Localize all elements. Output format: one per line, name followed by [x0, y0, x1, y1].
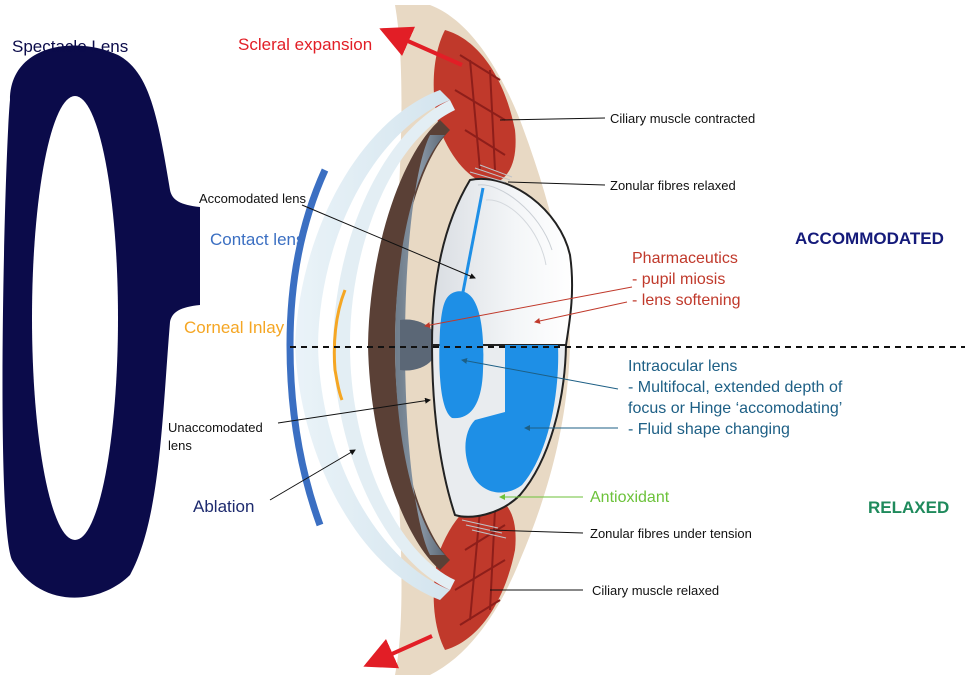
contact-lens-label: Contact lens	[210, 230, 305, 250]
ablation-label: Ablation	[193, 497, 254, 517]
intraocular-lens-label: Intraocular lens - Multifocal, extended …	[628, 356, 842, 440]
accommodated-heading: ACCOMMODATED	[795, 229, 944, 249]
zonular-fibres-relaxed-label: Zonular fibres relaxed	[610, 178, 736, 194]
accomodated-lens-label: Accomodated lens	[199, 191, 306, 207]
ciliary-muscle-contracted-label: Ciliary muscle contracted	[610, 111, 755, 127]
iol-title: Intraocular lens	[628, 356, 842, 377]
spectacle-lens-label: Spectacle Lens	[12, 37, 128, 57]
pharmaceutics-title: Pharmaceutics	[632, 248, 741, 269]
relaxed-heading: RELAXED	[868, 498, 949, 518]
iol-item-multifocal: - Multifocal, extended depth of	[628, 377, 842, 398]
unaccomodated-lens-label: Unaccomodated lens	[168, 419, 263, 455]
scleral-expansion-label: Scleral expansion	[238, 35, 372, 55]
pharmaceutics-item-softening: - lens softening	[632, 290, 741, 311]
ciliary-muscle-relaxed-label: Ciliary muscle relaxed	[592, 583, 719, 599]
zonular-fibres-tension-label: Zonular fibres under tension	[590, 526, 752, 542]
spectacle-lens-frame	[2, 45, 200, 597]
pharmaceutics-item-miosis: - pupil miosis	[632, 269, 741, 290]
pharmaceutics-label: Pharmaceutics - pupil miosis - lens soft…	[632, 248, 741, 311]
antioxidant-label: Antioxidant	[590, 488, 669, 507]
unaccomodated-lens-line2: lens	[168, 437, 263, 455]
iol-item-fluid: - Fluid shape changing	[628, 419, 842, 440]
corneal-inlay-label: Corneal Inlay	[184, 318, 284, 338]
pupil-region	[400, 319, 432, 370]
unaccomodated-lens-line1: Unaccomodated	[168, 419, 263, 437]
iol-item-hinge: focus or Hinge ‘accomodating’	[628, 398, 842, 419]
